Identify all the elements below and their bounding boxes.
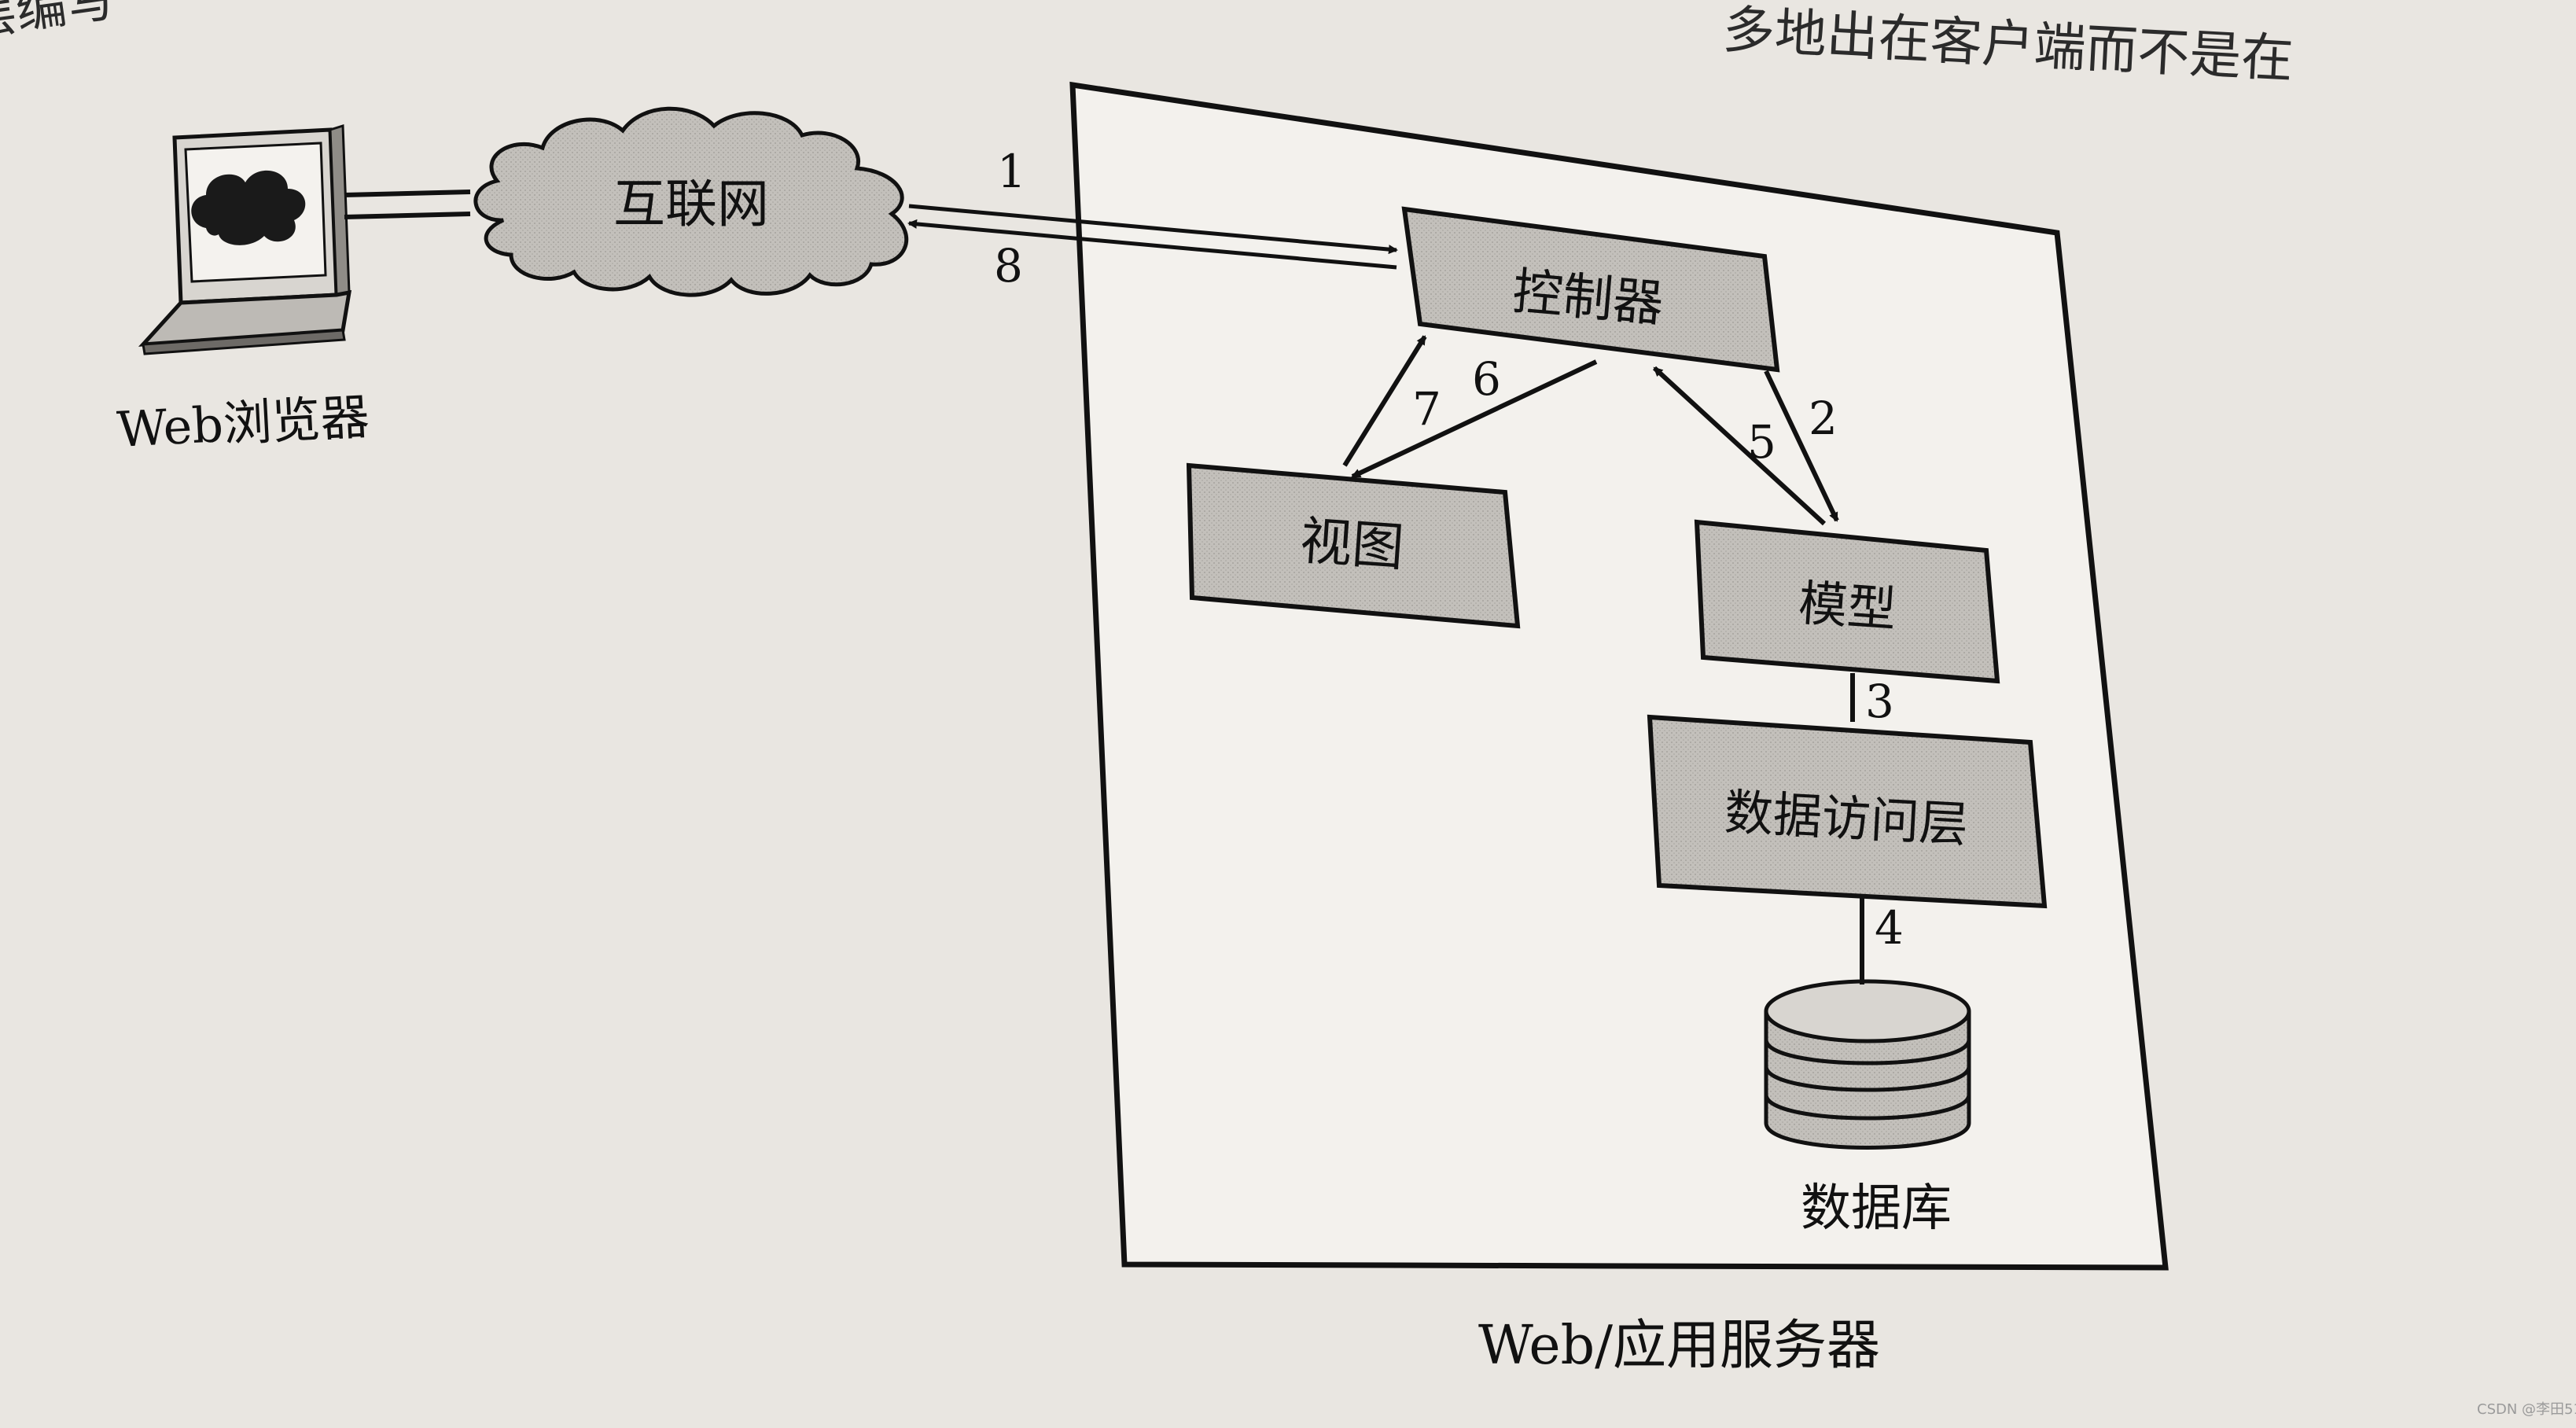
- server-caption: Web/应用服务器: [1478, 1315, 1880, 1377]
- view-label: 视图: [1298, 510, 1406, 578]
- cloud-icon: [191, 170, 306, 245]
- step-2-label: 2: [1809, 392, 1838, 445]
- browser-internet-connector: [344, 190, 471, 219]
- arrow-request: [908, 204, 1398, 255]
- arrow-response: [907, 219, 1397, 270]
- top-left-fragment: 层编写: [0, 0, 120, 48]
- watermark: CSDN @李田518: [2477, 1401, 2576, 1418]
- data-access-layer-label: 数据访问层: [1723, 783, 1969, 853]
- step-1-label: 1: [997, 145, 1026, 198]
- database-icon: [1764, 979, 1971, 1150]
- arrow-controller-to-model: [1764, 370, 1839, 522]
- arrow-model-to-controller: [1652, 366, 1827, 526]
- web-browser-label: Web浏览器: [116, 388, 370, 458]
- computer-icon: [138, 123, 352, 355]
- model-box: 模型: [1694, 519, 2000, 684]
- data-access-layer-box: 数据访问层: [1647, 714, 2048, 909]
- step-4-label: 4: [1875, 901, 1904, 955]
- request-response-arrows: [907, 204, 1398, 270]
- arrow-controller-to-view: [1351, 359, 1598, 479]
- controller-box: 控制器: [1401, 206, 1780, 373]
- step-7-label: 7: [1412, 382, 1441, 436]
- web-app-server-frame: [1069, 81, 2169, 1271]
- model-label: 模型: [1797, 574, 1898, 638]
- controller-model-arrows: [1652, 366, 1839, 526]
- database-label: 数据库: [1801, 1180, 1952, 1238]
- step-5-label: 5: [1747, 415, 1776, 469]
- web-browser: Web浏览器: [116, 123, 370, 458]
- controller-view-arrows: [1342, 335, 1598, 479]
- internet-cloud: 互联网: [473, 106, 909, 297]
- arrow-view-to-controller: [1342, 335, 1427, 467]
- step-6-label: 6: [1472, 352, 1501, 406]
- step-8-label: 8: [994, 239, 1023, 293]
- view-box: 视图: [1186, 462, 1521, 629]
- step-3-label: 3: [1865, 675, 1894, 728]
- top-right-fragment: 多地出在客户端而不是在: [1721, 0, 2294, 90]
- internet-label: 互联网: [613, 174, 769, 234]
- controller-label: 控制器: [1511, 263, 1666, 333]
